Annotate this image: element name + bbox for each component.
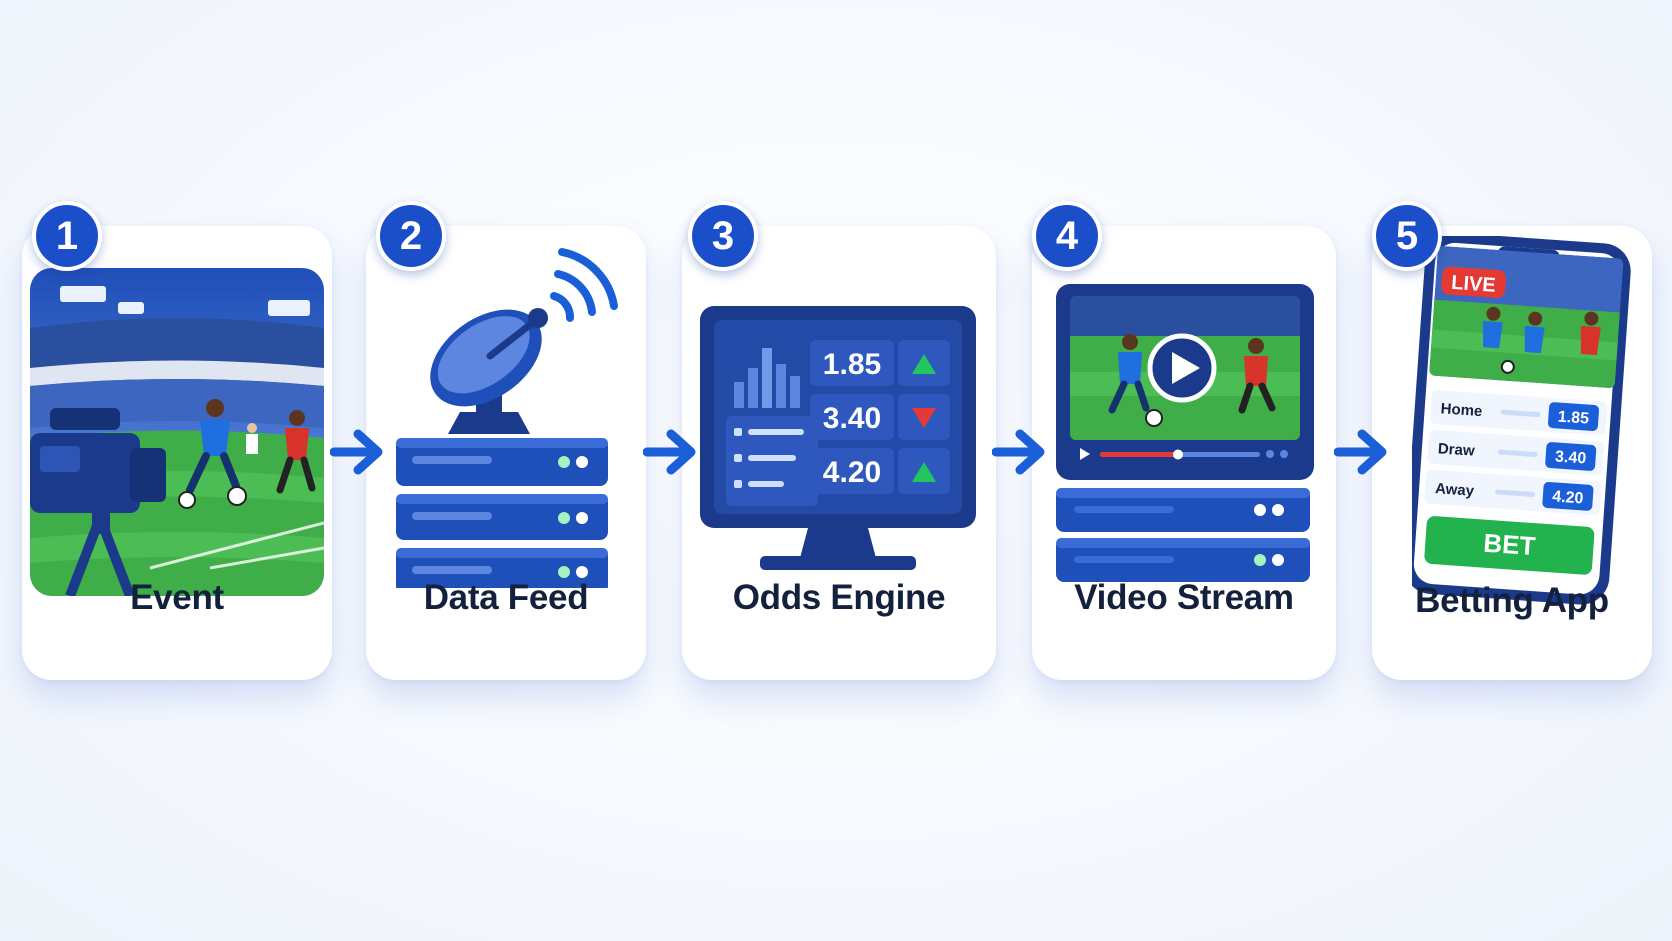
step-card-video-stream: Video Stream	[1032, 226, 1336, 680]
step-label: Event	[130, 578, 224, 617]
arrow-right-icon	[1334, 429, 1387, 475]
step-card-betting-app: LIVE Home 1.85 Draw 3.40 Away 4.20 BET B…	[1372, 226, 1652, 680]
bet-row-name: Draw	[1437, 440, 1475, 460]
trend-up-icon	[912, 462, 936, 482]
step-number-badge: 1	[32, 201, 102, 271]
bet-row-odds[interactable]: 3.40	[1554, 448, 1586, 467]
video-server-illustration	[1056, 284, 1314, 582]
odds-value: 3.40	[823, 402, 881, 435]
live-badge: LIVE	[1451, 272, 1497, 297]
odds-value: 1.85	[823, 348, 881, 381]
step-number-badge: 2	[376, 201, 446, 271]
bet-row-odds[interactable]: 1.85	[1557, 409, 1589, 428]
stadium-camera-illustration	[30, 268, 324, 596]
bet-button-label: BET	[1482, 528, 1536, 562]
step-card-data-feed: Data Feed	[366, 226, 646, 680]
step-number-badge: 3	[688, 201, 758, 271]
arrow-right-icon	[992, 429, 1045, 475]
arrow-right-icon	[330, 429, 383, 475]
trend-down-icon	[912, 408, 936, 428]
bet-row-odds[interactable]: 4.20	[1552, 488, 1584, 507]
step-card-event: Event	[22, 226, 332, 680]
step-number-badge: 4	[1032, 201, 1102, 271]
odds-monitor-illustration: 1.85 3.40 4.20	[700, 306, 976, 570]
satellite-server-illustration	[396, 248, 618, 588]
bet-button[interactable]	[1424, 516, 1595, 576]
step-label: Odds Engine	[732, 578, 946, 617]
trend-up-icon	[912, 354, 936, 374]
arrow-right-icon	[643, 429, 696, 475]
step-label: Betting App	[1415, 581, 1609, 620]
bet-row-name: Away	[1435, 480, 1476, 500]
phone-betting-illustration: LIVE Home 1.85 Draw 3.40 Away 4.20 BET	[1412, 236, 1631, 605]
odds-value: 4.20	[823, 456, 881, 489]
step-label: Video Stream	[1074, 578, 1294, 617]
step-label: Data Feed	[423, 578, 589, 617]
step-card-odds-engine: 1.85 3.40 4.20 Odds Engine	[682, 226, 996, 680]
bet-row-name: Home	[1440, 400, 1483, 420]
step-number-badge: 5	[1372, 201, 1442, 271]
